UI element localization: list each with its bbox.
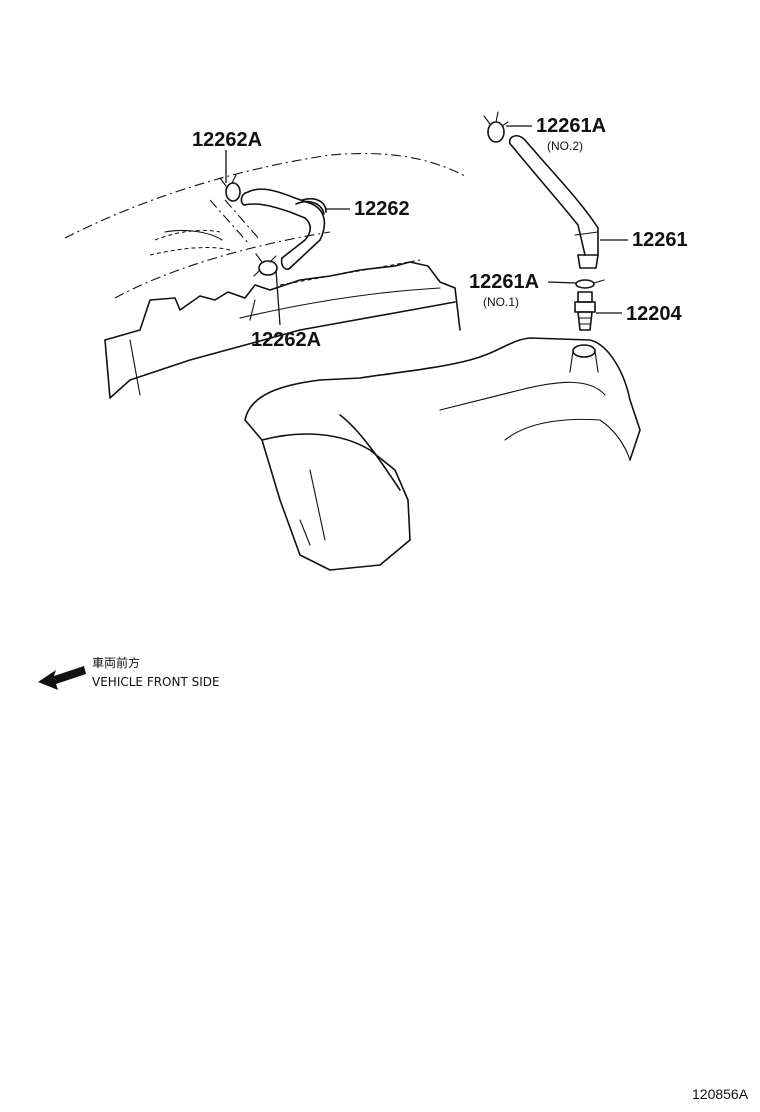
engine-phantom-outline bbox=[64, 153, 466, 299]
callout-clamp-12261A-no1: 12261A bbox=[469, 271, 540, 293]
callout-note-no2: (NO.2) bbox=[547, 139, 583, 153]
hose-clamp-12262A-bottom bbox=[253, 253, 278, 277]
hose-clamp-12262A-top bbox=[219, 174, 241, 202]
direction-label-english: VEHICLE FRONT SIDE bbox=[92, 675, 220, 689]
direction-label-japanese: 車両前方 bbox=[92, 656, 141, 670]
callout-clamp-12262A-bottom: 12262A bbox=[251, 329, 322, 351]
callout-note-no1: (NO.1) bbox=[483, 295, 519, 309]
callout-hose-12261: 12261 bbox=[632, 229, 688, 251]
hose-clamp-12261A-no1 bbox=[575, 279, 605, 289]
callout-pcv-valve-12204: 12204 bbox=[626, 303, 682, 325]
callout-clamp-12262A-top: 12262A bbox=[192, 129, 263, 151]
ventilation-hose-right bbox=[508, 135, 599, 269]
figure-reference-number: 120856A bbox=[692, 1086, 749, 1102]
callout-hose-12262: 12262 bbox=[354, 198, 410, 220]
leader-lines bbox=[225, 125, 628, 326]
ventilation-hose-left bbox=[240, 188, 327, 271]
valve-cover bbox=[104, 259, 461, 399]
intake-manifold bbox=[244, 337, 641, 571]
callout-clamp-12261A-no2: 12261A bbox=[536, 115, 607, 137]
arrow-left-icon bbox=[38, 666, 86, 690]
hose-clamp-12261A-no2 bbox=[483, 111, 509, 143]
pcv-valve bbox=[574, 291, 596, 331]
